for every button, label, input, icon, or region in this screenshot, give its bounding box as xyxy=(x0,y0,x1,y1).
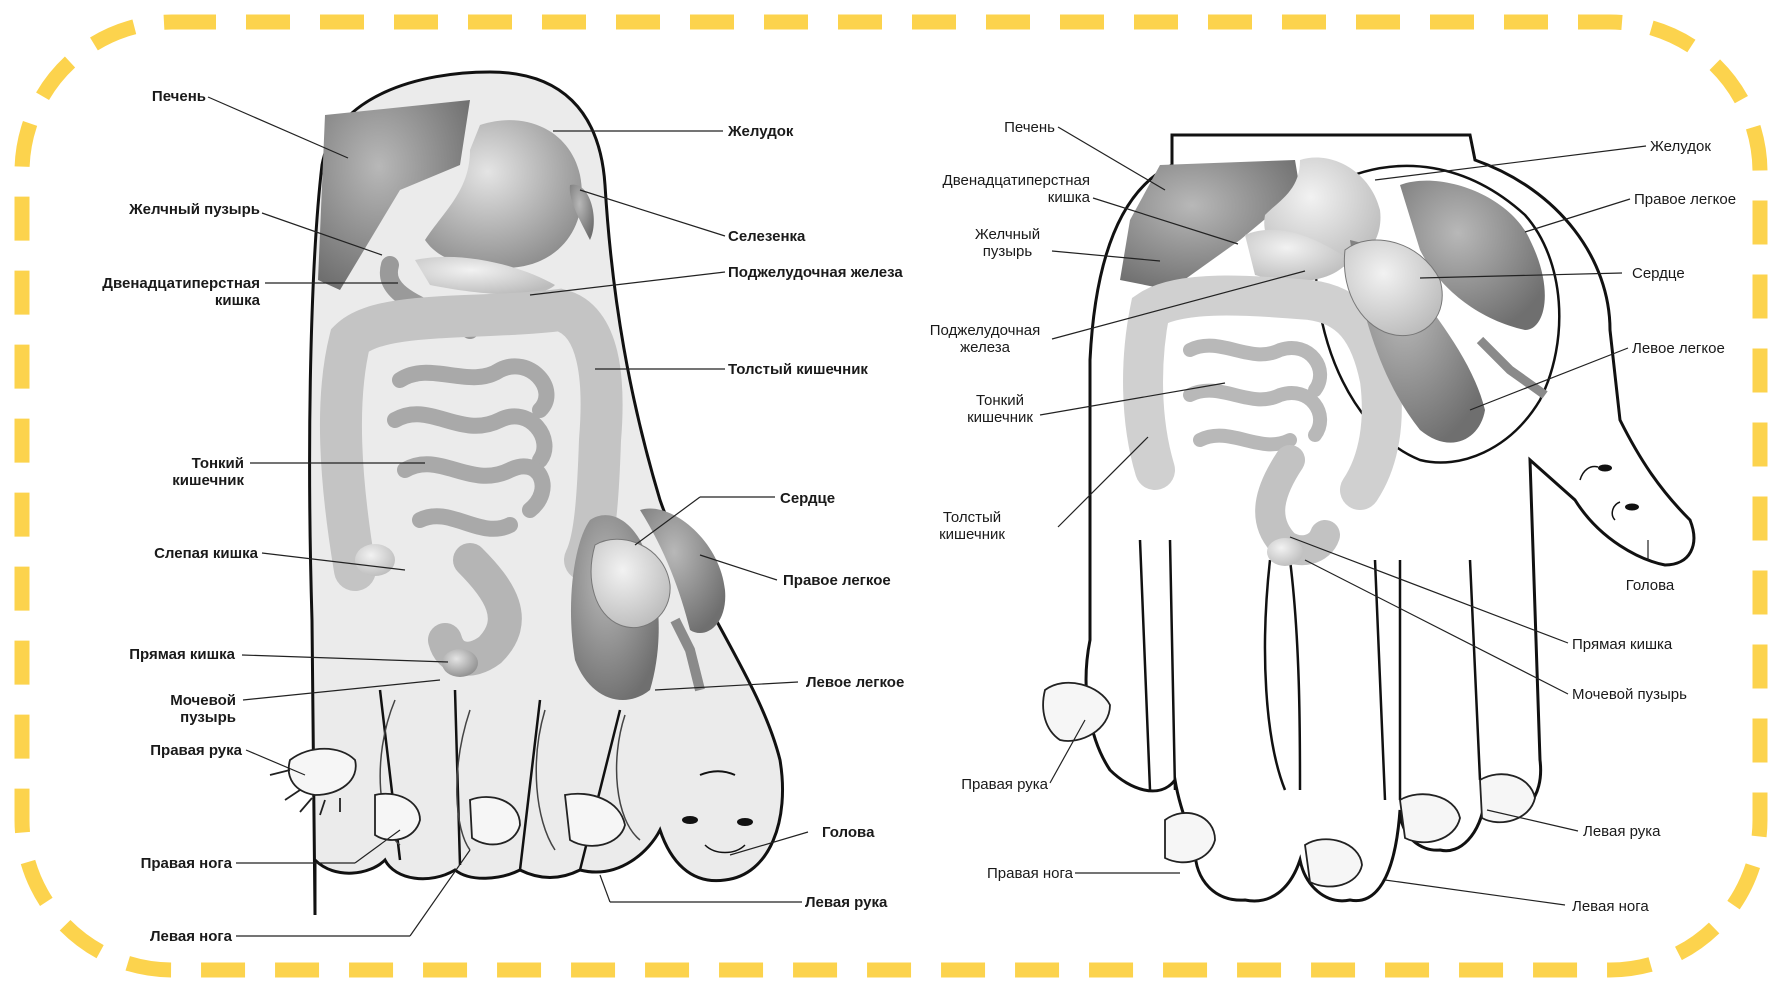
foot-illustration xyxy=(208,72,808,936)
foot-label-duodenum-line2: кишка xyxy=(60,292,260,309)
hand-label-colon-line1: Толстый xyxy=(922,509,1022,526)
foot-label-pancreas: Поджелудочная железа xyxy=(728,264,903,281)
hand-label-stomach: Желудок xyxy=(1650,138,1711,155)
foot-label-small-intestine-line1: Тонкий xyxy=(140,455,244,472)
hand-label-head: Голова xyxy=(1610,577,1690,594)
foot-label-small-intestine-line2: кишечник xyxy=(140,472,244,489)
hand-illustration xyxy=(1040,127,1694,905)
hand-label-colon-line2: кишечник xyxy=(922,526,1022,543)
hand-label-right-lung: Правое легкое xyxy=(1634,191,1736,208)
foot-label-small-intestine: Тонкий кишечник xyxy=(140,455,244,489)
foot-label-spleen: Селезенка xyxy=(728,228,805,245)
hand-label-liver: Печень xyxy=(960,119,1055,136)
hand-bladder xyxy=(1267,538,1303,566)
foot-label-right-lung: Правое легкое xyxy=(783,572,891,589)
hand-label-left-lung: Левое легкое xyxy=(1632,340,1725,357)
hand-label-gallbladder: Желчный пузырь xyxy=(960,226,1055,260)
foot-label-left-lung: Левое легкое xyxy=(806,674,904,691)
foot-label-left-arm: Левая рука xyxy=(805,894,887,911)
hand-label-small-intestine-line1: Тонкий xyxy=(950,392,1050,409)
foot-label-liver: Печень xyxy=(120,88,206,105)
foot-label-colon: Толстый кишечник xyxy=(728,361,868,378)
foot-label-gallbladder: Желчный пузырь xyxy=(95,201,260,218)
hand-label-right-arm: Правая рука xyxy=(930,776,1048,793)
hand-label-duodenum-line1: Двенадцатиперстная xyxy=(900,172,1090,189)
foot-label-rectum: Прямая кишка xyxy=(95,646,235,663)
hand-label-pancreas-line2: железа xyxy=(920,339,1050,356)
foot-label-duodenum: Двенадцатиперстная кишка xyxy=(60,275,260,309)
foot-label-duodenum-line1: Двенадцатиперстная xyxy=(60,275,260,292)
foot-label-right-leg: Правая нога xyxy=(110,855,232,872)
foot-label-bladder-line1: Мочевой xyxy=(140,692,236,709)
hand-label-gallbladder-line1: Желчный xyxy=(960,226,1055,243)
hand-label-bladder: Мочевой пузырь xyxy=(1572,686,1687,703)
hand-label-left-arm: Левая рука xyxy=(1583,823,1661,840)
hand-label-duodenum: Двенадцатиперстная кишка xyxy=(900,172,1090,206)
foot-label-bladder-line2: пузырь xyxy=(140,709,236,726)
hand-label-duodenum-line2: кишка xyxy=(900,189,1090,206)
foot-label-bladder: Мочевой пузырь xyxy=(140,692,236,726)
foot-label-cecum: Слепая кишка xyxy=(110,545,258,562)
hand-label-heart: Сердце xyxy=(1632,265,1685,282)
foot-label-head: Голова xyxy=(822,824,874,841)
hand-label-left-leg: Левая нога xyxy=(1572,898,1649,915)
foot-label-right-arm: Правая рука xyxy=(110,742,242,759)
hand-label-pancreas: Поджелудочная железа xyxy=(920,322,1050,356)
foot-cecum xyxy=(355,544,395,576)
hand-label-gallbladder-line2: пузырь xyxy=(960,243,1055,260)
hand-label-pancreas-line1: Поджелудочная xyxy=(920,322,1050,339)
foot-label-heart: Сердце xyxy=(780,490,835,507)
hand-label-small-intestine-line2: кишечник xyxy=(950,409,1050,426)
hand-label-right-leg: Правая нога xyxy=(955,865,1073,882)
foot-label-stomach: Желудок xyxy=(728,123,793,140)
foot-label-left-leg: Левая нога xyxy=(110,928,232,945)
hand-label-small-intestine: Тонкий кишечник xyxy=(950,392,1050,426)
foot-bladder xyxy=(442,649,478,677)
hand-label-rectum: Прямая кишка xyxy=(1572,636,1672,653)
hand-label-colon: Толстый кишечник xyxy=(922,509,1022,543)
